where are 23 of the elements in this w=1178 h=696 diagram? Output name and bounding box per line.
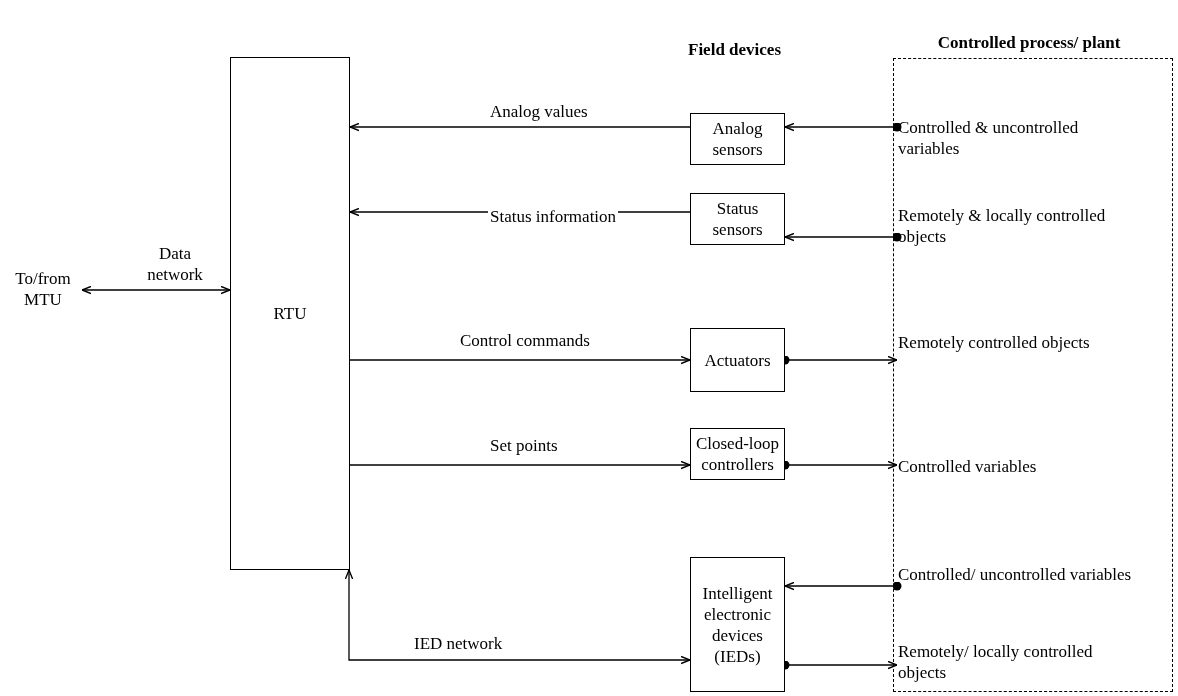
arrow [784,122,902,132]
text-label: To/from MTU [4,268,82,312]
column-heading: Field devices [688,40,781,60]
process-box: Analog sensors [690,113,785,165]
process-box: RTU [230,57,350,570]
arrow [349,355,691,365]
arrow [784,581,902,591]
text-label: Remotely & locally controlled objects [898,205,1133,249]
text-label: Controlled variables [898,456,1133,478]
arrow [344,569,691,665]
process-box: Closed-loop controllers [690,428,785,480]
arrow [784,232,902,242]
text-label: Controlled & uncontrolled variables [898,117,1133,161]
process-box: Intelligent electronic devices (IEDs) [690,557,785,692]
process-box: Status sensors [690,193,785,245]
arrow [349,460,691,470]
arrow [81,285,231,295]
arrow [349,122,691,132]
text-label: Remotely controlled objects [898,332,1133,376]
text-label: Controlled/ uncontrolled variables [898,564,1158,608]
process-box: Actuators [690,328,785,392]
group-heading: Controlled process/ plant [936,32,1122,53]
text-label: Remotely/ locally controlled objects [898,641,1133,685]
